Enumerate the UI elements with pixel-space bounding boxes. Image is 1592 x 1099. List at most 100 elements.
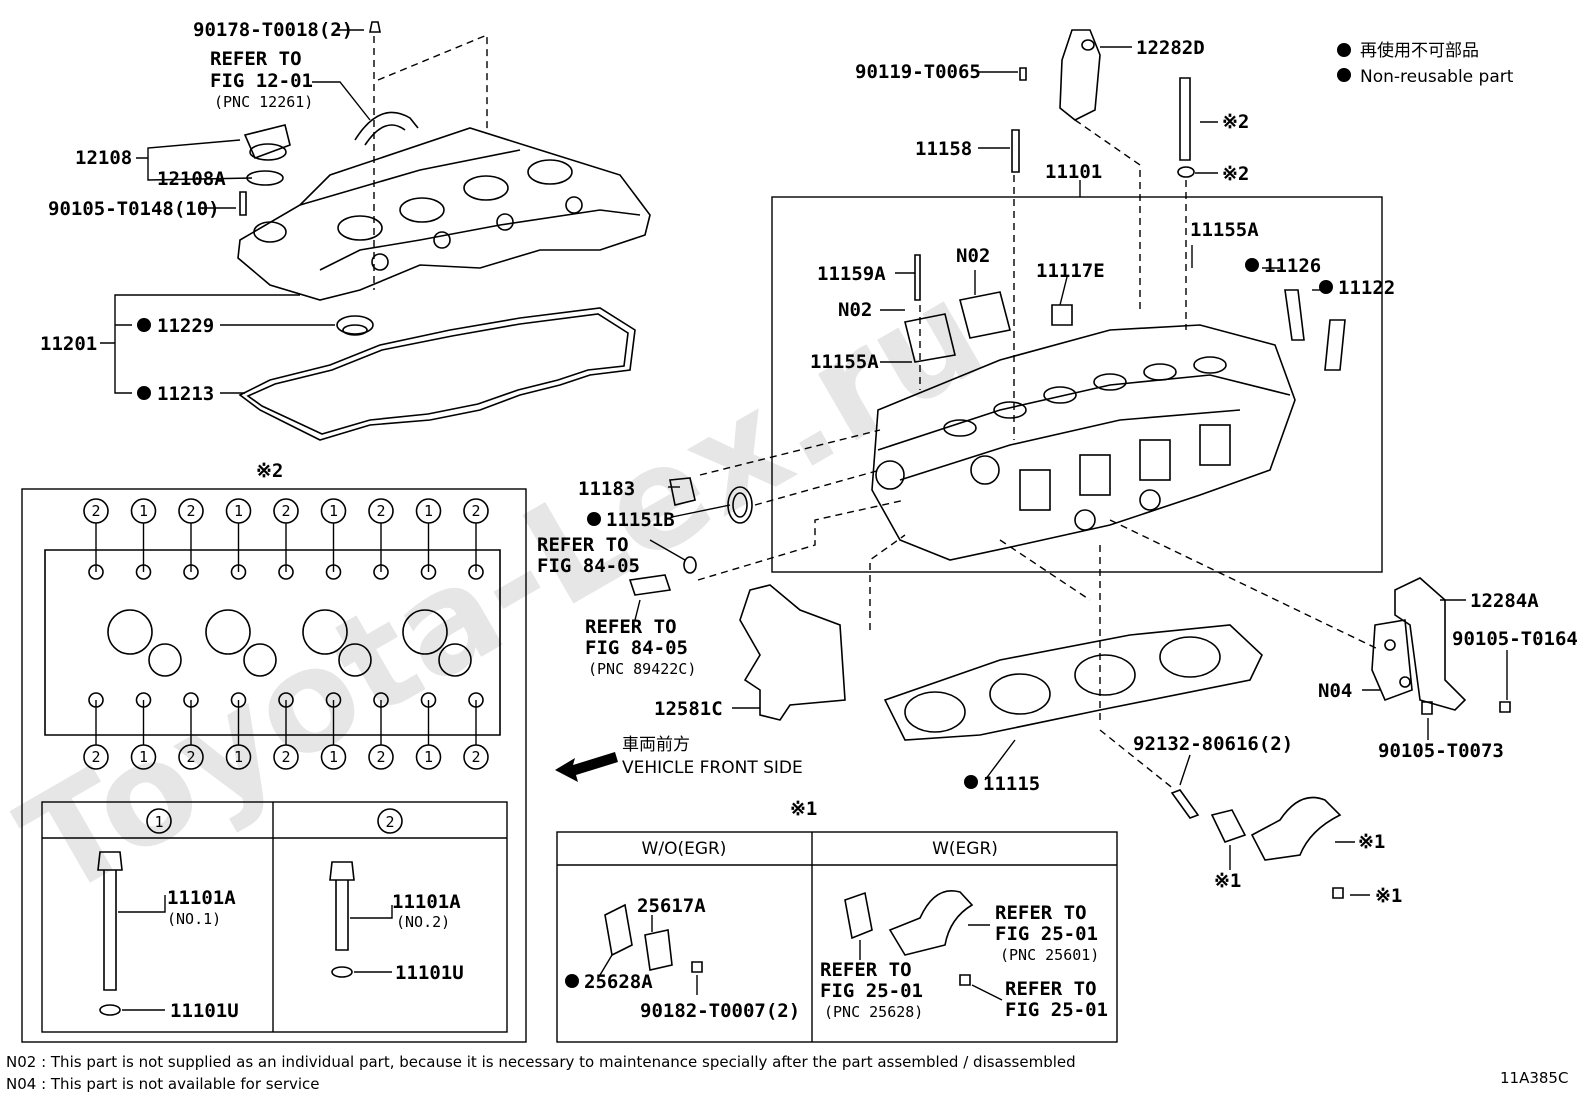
figure-code: 11A385C <box>1500 1069 1568 1087</box>
refer-fig84-a-line1: REFER TO <box>537 534 629 556</box>
label-90178-t0018: 90178-T0018(2) <box>193 19 353 41</box>
bolt-mark-bottom-number: 2 <box>186 748 195 766</box>
bolt-col2-header: 2 <box>385 813 394 831</box>
label-90105-t0073: 90105-T0073 <box>1378 740 1504 762</box>
legend-jp: 再使用不可部品 <box>1360 40 1479 61</box>
cylinder-head-drawing <box>871 324 1296 561</box>
bolt-mark-bottom-bolt-hole <box>373 692 389 708</box>
bolt-mark-bottom-bolt-hole <box>230 692 247 708</box>
egr-gasket-drawing <box>1210 809 1247 843</box>
label-11155a-left: 11155A <box>810 351 879 373</box>
bolt-mark-top-circle <box>225 498 252 524</box>
label-11229: 11229 <box>157 315 214 337</box>
bolt-mark-top-circle <box>130 498 157 524</box>
bolt-mark-bottom-bolt-hole <box>183 692 199 708</box>
bolt-mark-bottom-circle <box>273 744 299 770</box>
label-11155a-top: 11155A <box>1190 219 1259 241</box>
egr-col1-header: W/O(EGR) <box>642 839 727 859</box>
bolt-mark-bottom-circle <box>320 744 347 770</box>
label-90119-t0065: 90119-T0065 <box>855 61 981 83</box>
refer-2501-line1: REFER TO <box>1005 978 1097 1000</box>
bolt-mark-bottom-number: 1 <box>329 748 338 766</box>
footnote-n02: N02 : This part is not supplied as an in… <box>6 1053 1076 1071</box>
bolt-mark-top-number: 1 <box>139 502 148 520</box>
label-11101u-1: 11101U <box>170 1000 239 1022</box>
label-11101: 11101 <box>1045 161 1102 183</box>
head-bottom-view-drawing <box>44 549 501 736</box>
non-reusable-dot <box>137 386 151 400</box>
bolt-mark-top-number: 1 <box>234 502 243 520</box>
refer-fig84-b-line3: (PNC 89422C) <box>588 660 696 678</box>
label-11158: 11158 <box>915 138 972 160</box>
bolt-mark-top-bolt-hole <box>420 564 437 580</box>
bolt-mark-bottom-bolt-hole <box>88 692 104 708</box>
long-bolt-drawing <box>97 851 123 991</box>
refer-25601-line2: FIG 25-01 <box>995 923 1098 945</box>
bolt-mark-bottom-circle <box>225 744 252 770</box>
bolt-pattern-panel <box>21 488 527 1043</box>
cylinder-head-box <box>771 196 1383 573</box>
mark1-c: ※1 <box>1375 885 1402 907</box>
refer-25601-line3: (PNC 25601) <box>1000 946 1099 964</box>
refer-2501-line2: FIG 25-01 <box>1005 999 1108 1021</box>
non-reusable-dot <box>137 318 151 332</box>
label-12108a: 12108A <box>157 168 226 190</box>
bolt-mark-bottom-circle <box>130 744 157 770</box>
bolt-panel-title: ※2 <box>256 460 283 482</box>
refer-25628-line3: (PNC 25628) <box>824 1003 923 1021</box>
label-12282d: 12282D <box>1136 37 1205 59</box>
bolt-mark-bottom-bolt-hole <box>325 692 342 708</box>
bolt-mark-top-number: 2 <box>186 502 195 520</box>
plate-12581c-drawing <box>739 584 846 721</box>
bolt-mark-top-number: 2 <box>376 502 385 520</box>
bolt-mark-top-number: 1 <box>424 502 433 520</box>
footnote-n04: N04 : This part is not available for ser… <box>6 1075 320 1093</box>
cover-gasket-drawing <box>238 307 636 441</box>
egr-panel-title: ※1 <box>790 798 817 820</box>
short-bolt-drawing <box>329 861 355 951</box>
bolt-mark-bottom-bolt-hole <box>135 692 152 708</box>
valve-cover-drawing <box>237 127 651 301</box>
label-no2: (NO.2) <box>396 913 450 931</box>
valve-cover-group <box>237 21 651 441</box>
label-11101a-no2: 11101A <box>392 891 461 913</box>
bolt-mark-bottom-number: 2 <box>376 748 385 766</box>
bolt-mark-top-number: 2 <box>471 502 480 520</box>
legend-dot-icon <box>1337 43 1351 57</box>
refer-fig84-b-line2: FIG 84-05 <box>585 637 688 659</box>
bolt-mark-top-number: 2 <box>91 502 100 520</box>
engine-hanger-drawing <box>1371 577 1511 715</box>
bolt-mark-top-circle <box>178 498 204 524</box>
non-reusable-dot <box>1245 258 1259 272</box>
egr-plate-25617a-drawing <box>644 929 673 971</box>
label-90182-t0007: 90182-T0007(2) <box>640 1000 800 1022</box>
bolt-mark-bottom-number: 1 <box>424 748 433 766</box>
bolt-mark-top-bolt-hole <box>468 564 484 580</box>
bolt-mark-bottom-bolt-hole <box>420 692 437 708</box>
mark1-a: ※1 <box>1214 870 1241 892</box>
label-11159a: 11159A <box>817 263 886 285</box>
non-reusable-dot <box>964 775 978 789</box>
bolt-mark-bottom-number: 2 <box>471 748 480 766</box>
label-11213: 11213 <box>157 383 214 405</box>
bolt-mark-top-circle <box>273 498 299 524</box>
bolt-mark-bottom-number: 1 <box>139 748 148 766</box>
label-11122: 11122 <box>1338 277 1395 299</box>
front-en: VEHICLE FRONT SIDE <box>622 758 803 778</box>
label-11101a-no1: 11101A <box>167 887 236 909</box>
refer-fig12-line2: FIG 12-01 <box>210 70 313 92</box>
w-egr-pipe-drawing <box>888 890 974 956</box>
non-reusable-dot <box>565 974 579 988</box>
bolt-mark-top-bolt-hole <box>278 564 294 580</box>
label-12284a: 12284A <box>1470 590 1539 612</box>
bolt-mark-bottom-circle <box>415 744 442 770</box>
bolt-col1-header: 1 <box>154 813 163 831</box>
combustion-chambers <box>107 609 472 677</box>
legend-dot-icon <box>1337 68 1351 82</box>
bolt-mark-top-number: 1 <box>329 502 338 520</box>
legend-en: Non-reusable part <box>1360 67 1514 87</box>
label-11126: 11126 <box>1264 255 1321 277</box>
bolt-mark-top-circle <box>463 498 489 524</box>
label-92132-80616: 92132-80616(2) <box>1133 733 1293 755</box>
